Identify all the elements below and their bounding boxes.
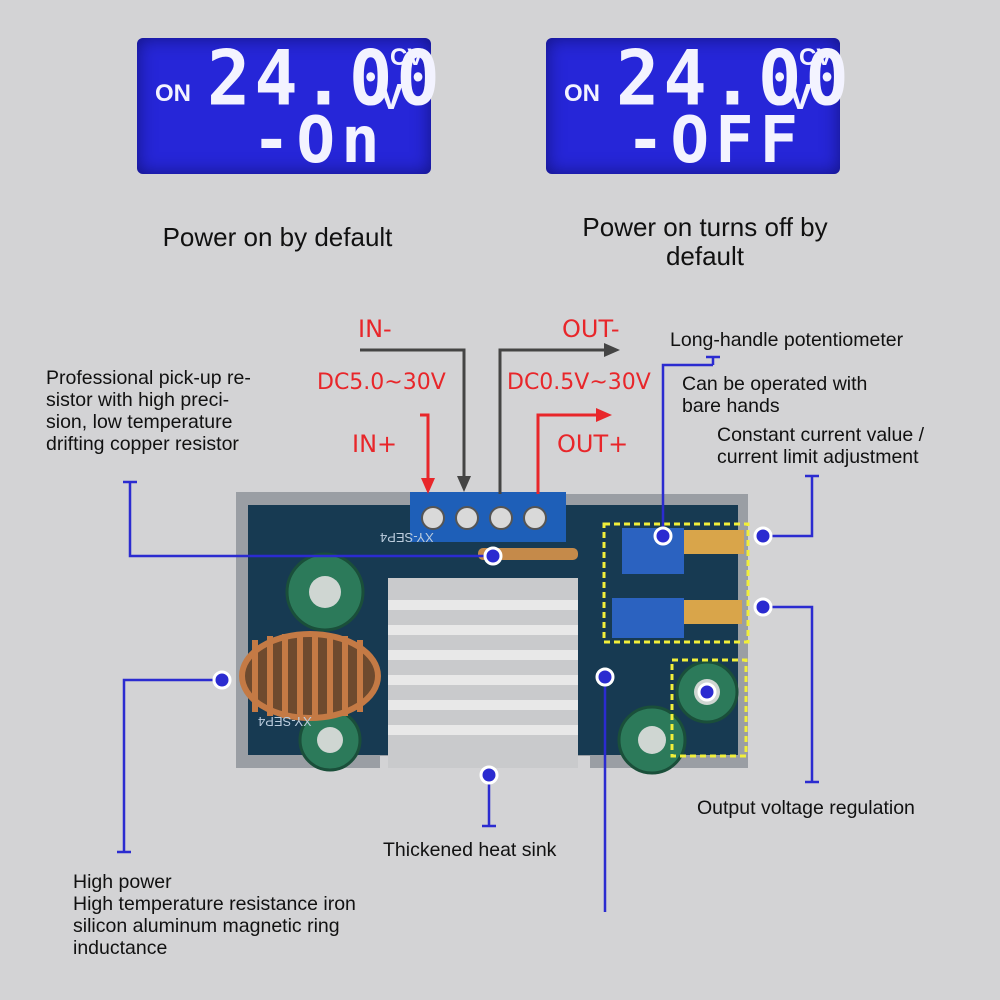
label-out-range: DC0.5V~30V [507, 370, 651, 395]
terminal-screws [421, 506, 547, 530]
potentiometer-highlight [602, 522, 750, 644]
lcd-display-right: ON 24.00 V CV -OFF [546, 34, 849, 178]
voltage-readout: 24.00 [207, 33, 444, 123]
inductor [239, 631, 381, 721]
lcd-display-left: ON 24.00 V CV -On [137, 34, 440, 178]
annotation-inductor: High power High temperature resistance i… [73, 871, 356, 959]
potentiometers [612, 528, 744, 638]
label-in-minus: IN- [358, 315, 392, 343]
silkscreen-model-bottom: XY-SEP4 [258, 714, 312, 729]
voltage-readout: 24.00 [616, 33, 853, 123]
terminal-arrows [360, 343, 620, 494]
label-out-plus: OUT+ [557, 430, 629, 458]
caption-default-on: Power on by default [162, 222, 393, 252]
on-label: ON [564, 80, 600, 107]
copper-resistor [478, 548, 578, 560]
state-readout: -OFF [626, 104, 805, 178]
capacitor-highlight [670, 658, 748, 758]
annotation-potentiometer: Long-handle potentiometer [670, 329, 904, 351]
silkscreen-model: XY-SEP4 [380, 530, 434, 545]
caption-default-off: Power on turns off by default [582, 212, 828, 271]
label-in-plus: IN+ [352, 430, 398, 458]
annotation-lines [117, 355, 819, 912]
mode-label: CV [799, 44, 833, 71]
annotation-resistor: Professional pick-up re- sistor with hig… [46, 367, 251, 455]
voltage-unit: V [788, 76, 813, 117]
annotation-voltage-regulation: Output voltage regulation [697, 797, 915, 819]
annotation-bare-hands: Can be operated with bare hands [682, 373, 868, 417]
annotation-dots [212, 526, 773, 785]
voltage-unit: V [379, 76, 404, 117]
state-readout: -On [252, 104, 386, 178]
annotation-heat-sink: Thickened heat sink [383, 839, 557, 861]
label-out-minus: OUT- [562, 315, 620, 343]
label-in-range: DC5.0~30V [317, 370, 446, 395]
heat-sink [388, 578, 578, 768]
on-label: ON [155, 80, 191, 107]
annotation-current-adjust: Constant current value / current limit a… [717, 424, 925, 468]
mode-label: CV [390, 44, 424, 71]
